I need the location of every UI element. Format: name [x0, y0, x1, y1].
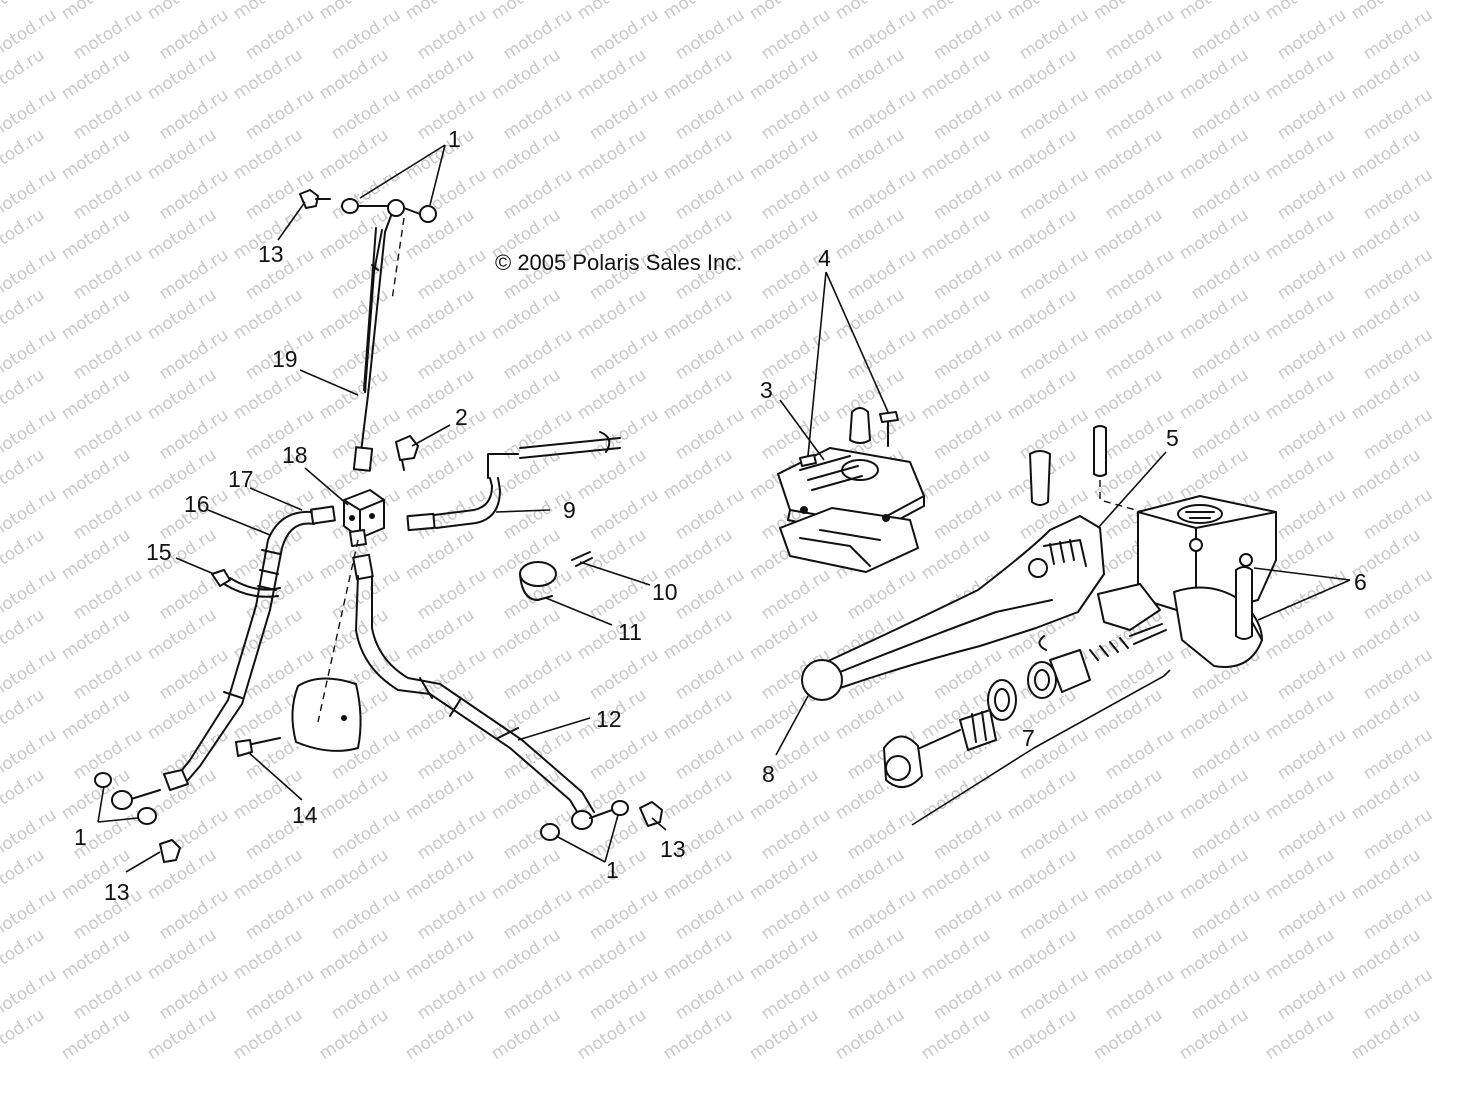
cap-screws [799, 407, 899, 467]
lower-right-brake-hose [352, 553, 663, 841]
callout-9: 9 [563, 497, 576, 523]
piston-kit [883, 623, 1167, 788]
hose-clamp [519, 551, 593, 601]
callout-2: 2 [455, 404, 468, 430]
callout-13-left: 13 [104, 879, 130, 905]
callout-5: 5 [1166, 425, 1179, 451]
upper-pin [1093, 425, 1107, 477]
callout-1-bottom: 1 [606, 857, 619, 883]
copyright-text: © 2005 Polaris Sales Inc. [495, 250, 742, 275]
master-cylinder-body [1097, 495, 1277, 668]
pivot-pin [1029, 450, 1051, 506]
callout-19: 19 [272, 346, 298, 372]
junction-block [343, 489, 385, 547]
callout-labels: 1 13 19 2 18 17 16 15 9 10 11 12 1 13 14… [74, 126, 1367, 905]
callout-10: 10 [652, 579, 678, 605]
callout-8: 8 [762, 761, 775, 787]
brake-line-assembly [94, 189, 663, 863]
callout-13-right: 13 [660, 836, 686, 862]
callout-1-left: 1 [74, 824, 87, 850]
callout-13-top: 13 [258, 241, 284, 267]
hose-clip [211, 569, 281, 598]
reservoir-cap [777, 447, 925, 573]
callout-17: 17 [228, 466, 254, 492]
left-brake-hose [94, 505, 336, 863]
callout-12: 12 [596, 706, 622, 732]
callout-6: 6 [1354, 569, 1367, 595]
mounting-plate [235, 539, 362, 757]
brake-lever [801, 515, 1105, 701]
callout-14: 14 [292, 802, 318, 828]
callout-1-top: 1 [448, 126, 461, 152]
upper-brake-hose [352, 212, 393, 472]
callout-18: 18 [282, 442, 308, 468]
callout-15: 15 [146, 539, 172, 565]
brake-switch [395, 435, 419, 471]
callout-7: 7 [1022, 725, 1035, 751]
callout-4: 4 [818, 245, 831, 271]
master-cylinder-assembly [777, 407, 1277, 788]
callout-11: 11 [618, 619, 642, 645]
callout-3: 3 [760, 377, 773, 403]
outlet-tube [406, 431, 621, 532]
callout-16: 16 [184, 491, 210, 517]
leader-lines [97, 144, 1351, 873]
